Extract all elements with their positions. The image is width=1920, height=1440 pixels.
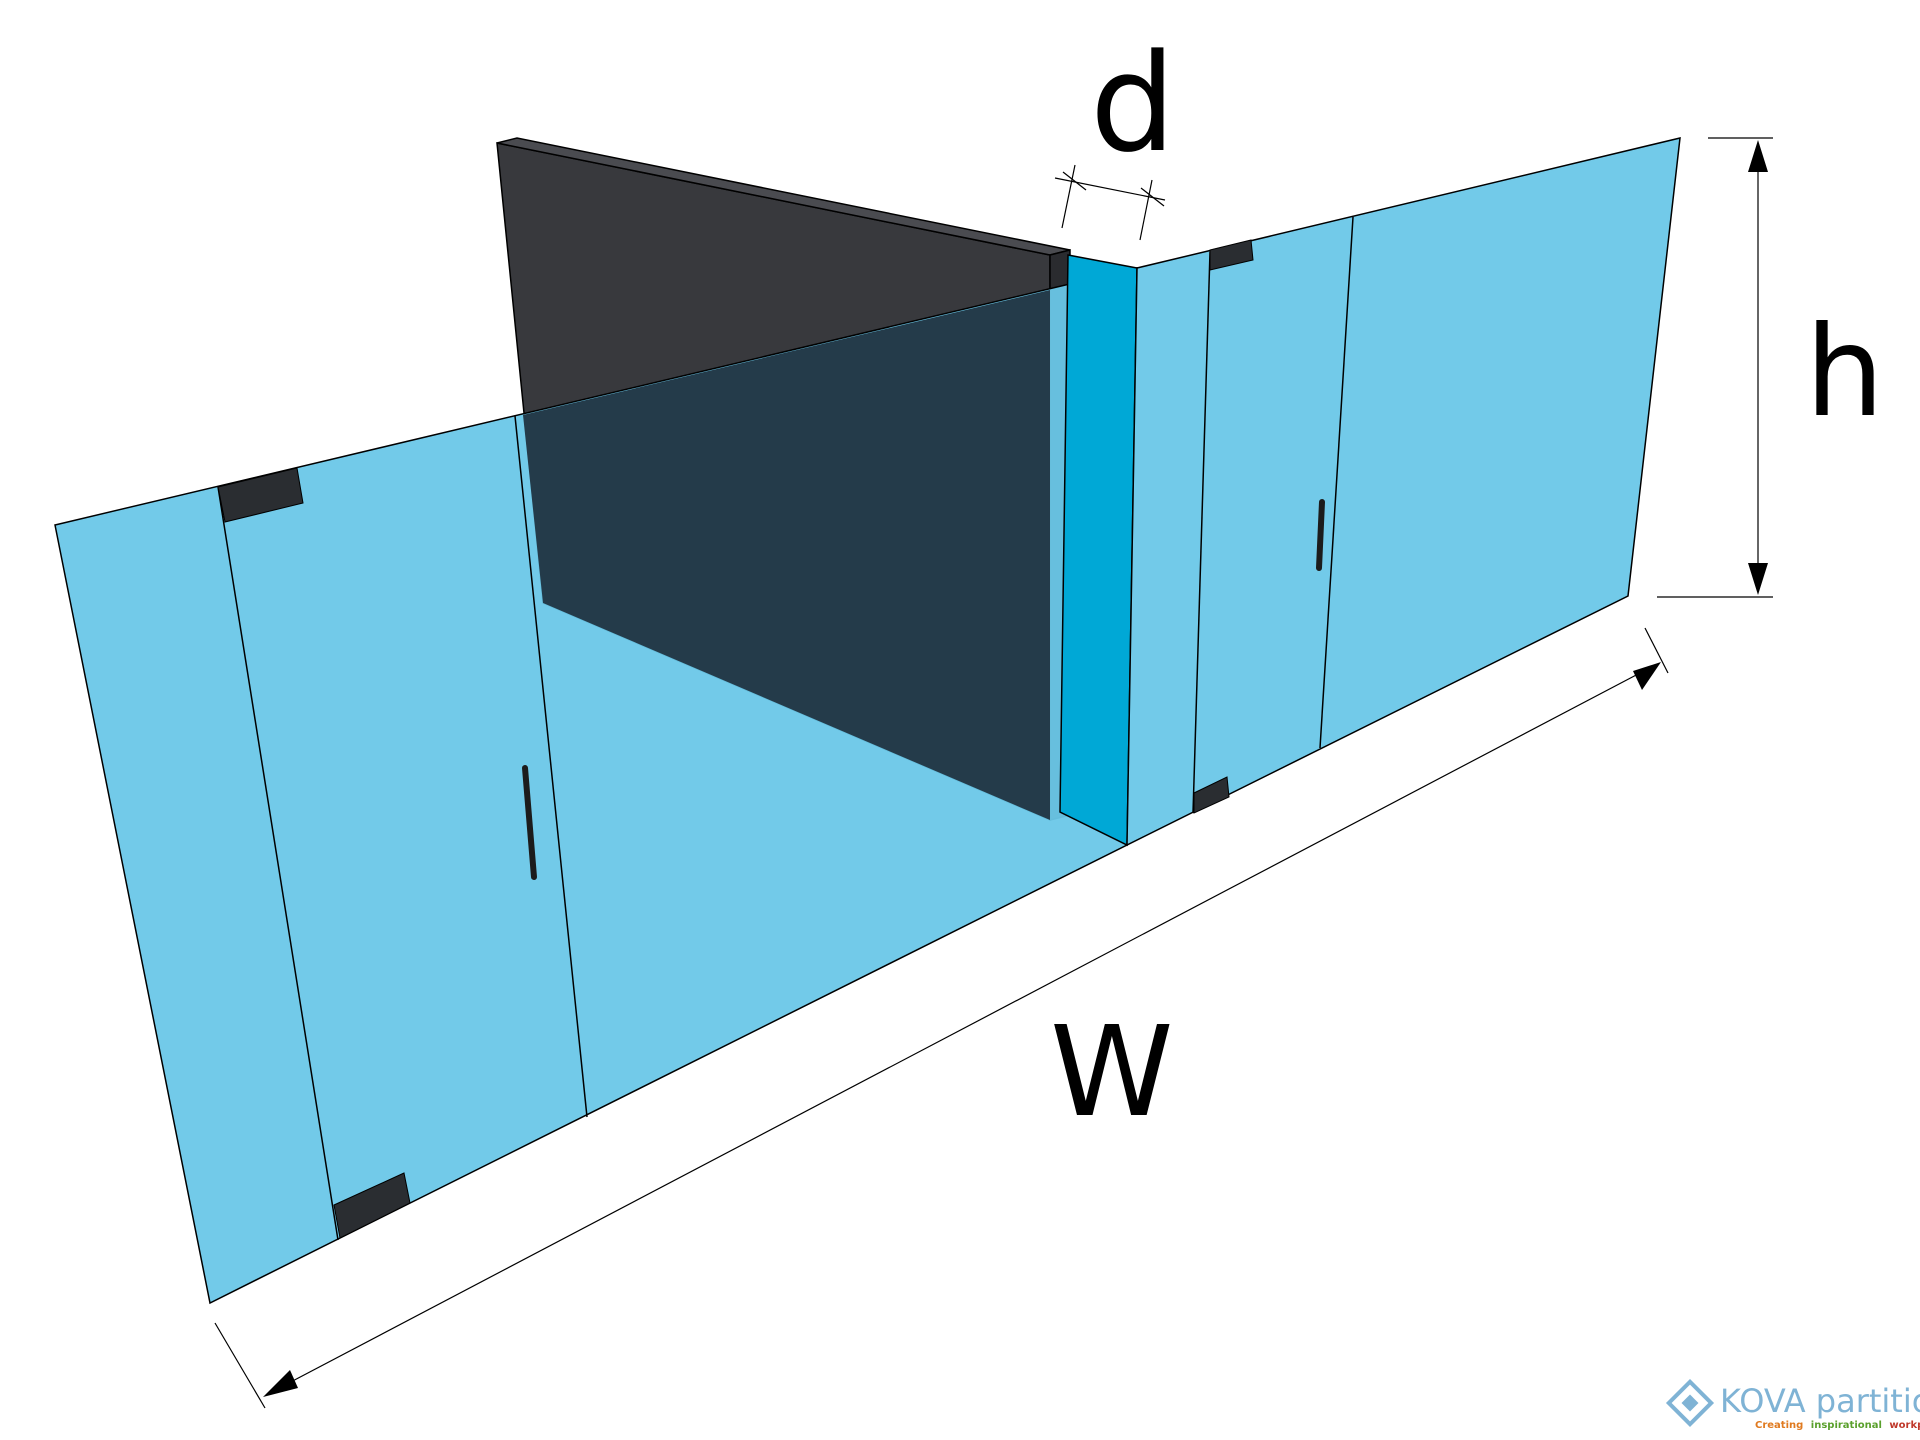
right-door-fitting-bottom [1193,776,1230,814]
height-arrow-top [1748,140,1768,172]
right-door-fitting-top [1209,239,1254,271]
door-patch-fitting-bottom [333,1172,411,1239]
right-panel-joint-left [1192,251,1211,814]
glass-edge-section [1059,254,1138,847]
front-glass-wall [54,267,1138,1305]
door-handle-right [1316,499,1325,571]
width-arrow-right [1633,662,1661,690]
width-label: W [1050,1000,1174,1145]
brand-tagline: Creating inspirational workplaces [1755,1420,1920,1431]
tagline-word-2: inspirational [1811,1420,1882,1431]
depth-ext-left [1061,164,1076,229]
depth-tick-right [1140,187,1165,207]
glass-edge-face [1059,254,1138,847]
door-handle-left [522,765,537,880]
width-dim-line [284,672,1641,1386]
depth-label: d [1090,25,1176,182]
front-panel-joint-left [217,486,339,1241]
right-glass-wall [1126,137,1681,847]
width-arrow-left [263,1370,298,1397]
tagline-word-3: workplaces [1889,1420,1920,1431]
depth-dimension: d [1054,25,1176,241]
height-arrow-bottom [1748,563,1768,595]
right-glass-pane [1126,137,1681,847]
height-dimension: h [1657,137,1884,598]
width-ext-left [214,1322,266,1409]
front-panel-joint-mid [514,415,588,1118]
brand-logo-icon [1665,1378,1715,1428]
right-panel-joint-mid [1319,216,1354,749]
door-patch-fitting-top [217,467,304,523]
height-label: h [1805,300,1884,445]
width-dimension: W [214,627,1669,1409]
depth-ext-right [1139,179,1153,241]
depth-dim-line [1054,177,1166,201]
tagline-word-1: Creating [1755,1420,1803,1431]
solid-panel-through-glass [523,290,1050,820]
brand-name: KOVA partitions [1720,1382,1920,1420]
width-ext-right [1644,627,1669,674]
brand-watermark: KOVA partitions Creating inspirational w… [1665,1378,1920,1431]
depth-tick-left [1062,171,1087,191]
